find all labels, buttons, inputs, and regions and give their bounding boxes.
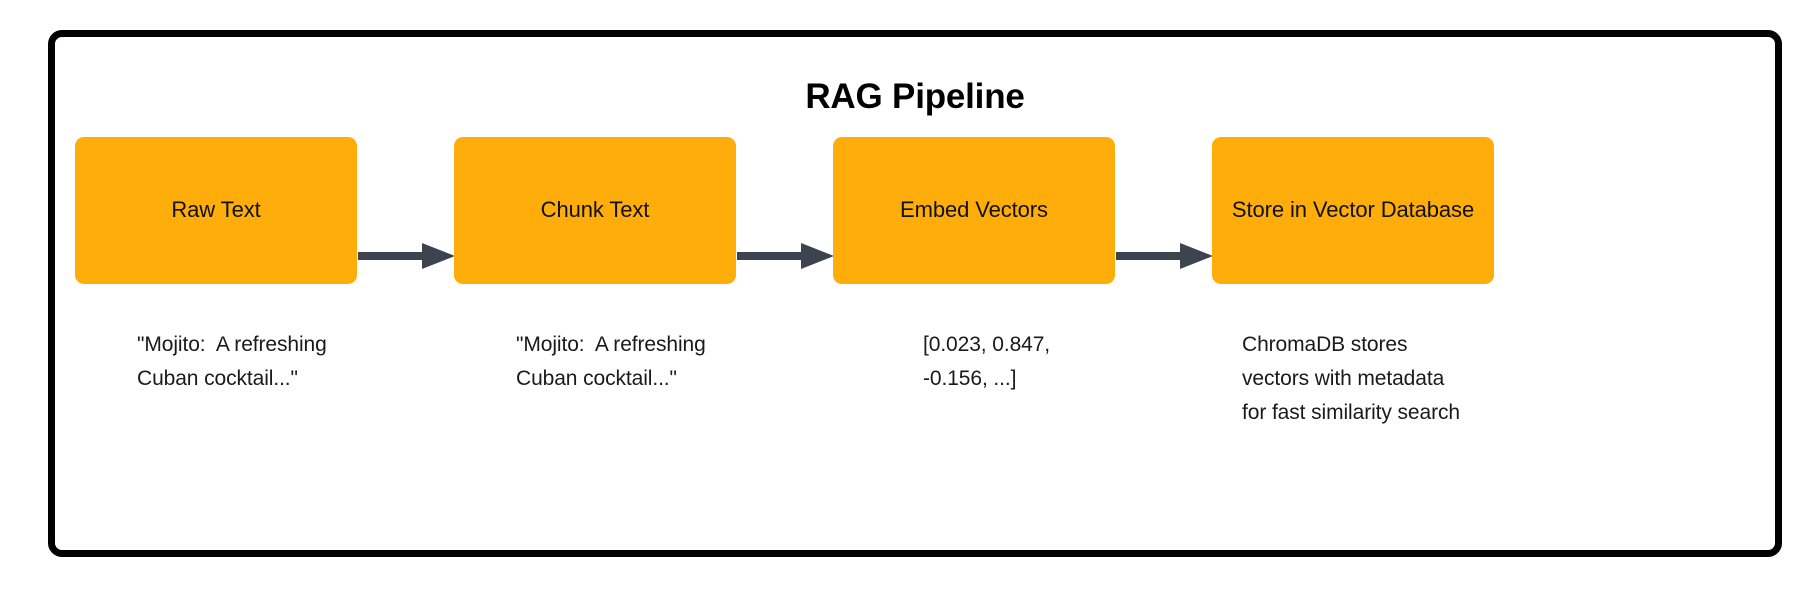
pipeline-stage-raw-text: Raw Text "Mojito: A refreshing Cuban coc… xyxy=(75,137,357,396)
pipeline-stage-row: Raw Text "Mojito: A refreshing Cuban coc… xyxy=(55,37,1775,550)
stage-box-store-in-vector-database[interactable]: Store in Vector Database xyxy=(1212,137,1494,284)
stage-caption-chunk-text: "Mojito: A refreshing Cuban cocktail..." xyxy=(516,333,712,391)
arrow-right-icon-3 xyxy=(1116,240,1213,272)
page-title: RAG Pipeline xyxy=(805,77,1025,116)
stage-box-label: Chunk Text xyxy=(540,197,650,223)
arrow-right-icon-2 xyxy=(737,240,834,272)
stage-box-label: Store in Vector Database xyxy=(1231,197,1475,223)
stage-caption-embed-vectors: [0.023, 0.847, -0.156, ...] xyxy=(923,333,1056,391)
pipeline-stage-store-in-vector-database: Store in Vector Database ChromaDB stores… xyxy=(1212,137,1494,430)
stage-box-embed-vectors[interactable]: Embed Vectors xyxy=(833,137,1115,284)
stage-box-chunk-text[interactable]: Chunk Text xyxy=(454,137,736,284)
stage-box-raw-text[interactable]: Raw Text xyxy=(75,137,357,284)
stage-caption-store-in-vector-database: ChromaDB stores vectors with metadata fo… xyxy=(1242,333,1460,425)
stage-box-label: Embed Vectors xyxy=(900,197,1048,223)
pipeline-stage-chunk-text: Chunk Text "Mojito: A refreshing Cuban c… xyxy=(454,137,736,396)
pipeline-stage-embed-vectors: Embed Vectors [0.023, 0.847, -0.156, ...… xyxy=(833,137,1115,396)
diagram-frame: RAG Pipeline Raw Text "Mojito: A refresh… xyxy=(48,30,1782,557)
stage-caption-raw-text: "Mojito: A refreshing Cuban cocktail..." xyxy=(137,333,333,391)
arrow-right-icon-1 xyxy=(358,240,455,272)
stage-box-label: Raw Text xyxy=(171,197,261,223)
